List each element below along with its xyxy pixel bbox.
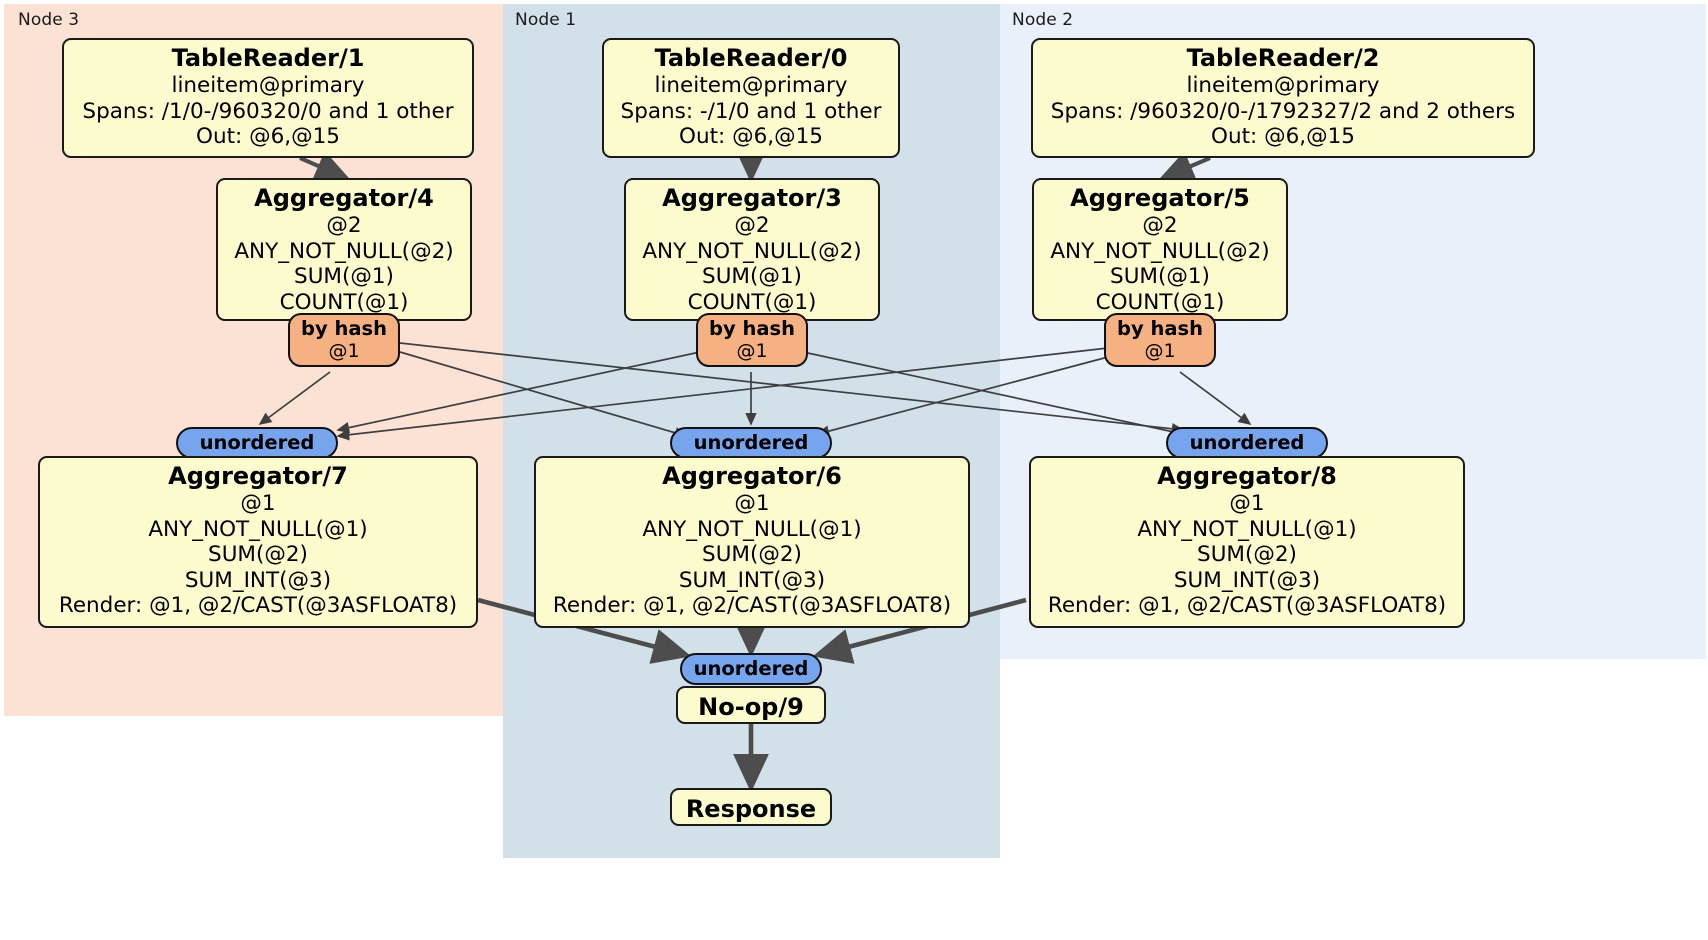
processor-line: COUNT(@1) [279,289,409,315]
processor-tablereader0[interactable]: TableReader/0 lineitem@primary Spans: -/… [602,38,900,158]
processor-title: Aggregator/5 [1070,184,1250,212]
processor-line: @2 [1142,213,1178,238]
processor-aggregator6[interactable]: Aggregator/6 @1 ANY_NOT_NULL(@1) SUM(@2)… [534,456,970,628]
processor-line: Render: @1, @2/CAST(@3ASFLOAT8) [552,593,952,618]
processor-line: ANY_NOT_NULL(@2) [234,238,454,264]
router-sublabel: @1 [328,340,360,362]
processor-line: ANY_NOT_NULL(@1) [642,516,862,542]
processor-line: ANY_NOT_NULL(@1) [148,516,368,542]
processor-line: @2 [326,213,362,238]
processor-line: SUM(@2) [1197,542,1297,567]
processor-line: ANY_NOT_NULL(@1) [1137,516,1357,542]
processor-line: Render: @1, @2/CAST(@3ASFLOAT8) [58,593,458,618]
processor-line: @1 [240,491,276,516]
node-panel-label-node2: Node 2 [1012,10,1074,30]
processor-line: lineitem@primary [1186,73,1380,98]
processor-title: Aggregator/3 [662,184,842,212]
processor-tablereader1[interactable]: TableReader/1 lineitem@primary Spans: /1… [62,38,474,158]
processor-line: @1 [734,491,770,516]
processor-line: SUM_INT(@3) [1173,567,1321,593]
processor-line: SUM(@1) [702,264,802,289]
processor-line: Spans: /960320/0-/1792327/2 and 2 others [1050,98,1516,124]
synchronizer-unordered-left[interactable]: unordered [176,427,338,459]
router-hash-left[interactable]: by hash @1 [288,313,400,367]
processor-line: SUM_INT(@3) [184,567,332,593]
processor-line: Render: @1, @2/CAST(@3ASFLOAT8) [1047,593,1447,618]
router-sublabel: @1 [736,340,768,362]
processor-line: Spans: -/1/0 and 1 other [620,98,882,124]
processor-line: SUM(@1) [294,264,394,289]
processor-line: SUM(@2) [702,542,802,567]
processor-line: lineitem@primary [171,73,365,98]
node-panel-label-node3: Node 3 [18,10,80,30]
processor-title: Aggregator/7 [168,462,348,490]
processor-line: Spans: /1/0-/960320/0 and 1 other [82,98,454,124]
processor-title: TableReader/1 [171,44,365,72]
processor-aggregator7[interactable]: Aggregator/7 @1 ANY_NOT_NULL(@1) SUM(@2)… [38,456,478,628]
router-hash-center[interactable]: by hash @1 [696,313,808,367]
processor-line: COUNT(@1) [687,289,817,315]
processor-line: SUM(@1) [1110,264,1210,289]
processor-line: ANY_NOT_NULL(@2) [642,238,862,264]
synchronizer-unordered-right[interactable]: unordered [1166,427,1328,459]
processor-aggregator4[interactable]: Aggregator/4 @2 ANY_NOT_NULL(@2) SUM(@1)… [216,178,472,321]
processor-line: Out: @6,@15 [196,124,340,149]
processor-title: Aggregator/6 [662,462,842,490]
processor-aggregator3[interactable]: Aggregator/3 @2 ANY_NOT_NULL(@2) SUM(@1)… [624,178,880,321]
node-panel-label-node1: Node 1 [515,10,577,30]
router-hash-right[interactable]: by hash @1 [1104,313,1216,367]
synchronizer-unordered-final[interactable]: unordered [680,653,822,685]
router-label: by hash [301,317,387,340]
synchronizer-unordered-center[interactable]: unordered [670,427,832,459]
processor-line: lineitem@primary [654,73,848,98]
processor-line: Out: @6,@15 [1211,124,1355,149]
processor-aggregator8[interactable]: Aggregator/8 @1 ANY_NOT_NULL(@1) SUM(@2)… [1029,456,1465,628]
processor-title: Aggregator/8 [1157,462,1337,490]
processor-tablereader2[interactable]: TableReader/2 lineitem@primary Spans: /9… [1031,38,1535,158]
processor-line: SUM(@2) [208,542,308,567]
processor-line: Out: @6,@15 [679,124,823,149]
processor-line: ANY_NOT_NULL(@2) [1050,238,1270,264]
processor-title: TableReader/0 [654,44,848,72]
router-sublabel: @1 [1144,340,1176,362]
processor-line: @2 [734,213,770,238]
router-label: by hash [709,317,795,340]
processor-line: COUNT(@1) [1095,289,1225,315]
router-label: by hash [1117,317,1203,340]
processor-line: SUM_INT(@3) [678,567,826,593]
processor-line: @1 [1229,491,1265,516]
processor-aggregator5[interactable]: Aggregator/5 @2 ANY_NOT_NULL(@2) SUM(@1)… [1032,178,1288,321]
processor-title: TableReader/2 [1186,44,1380,72]
processor-response[interactable]: Response [670,788,832,826]
processor-title: Aggregator/4 [254,184,434,212]
processor-noop9[interactable]: No-op/9 [676,686,826,724]
